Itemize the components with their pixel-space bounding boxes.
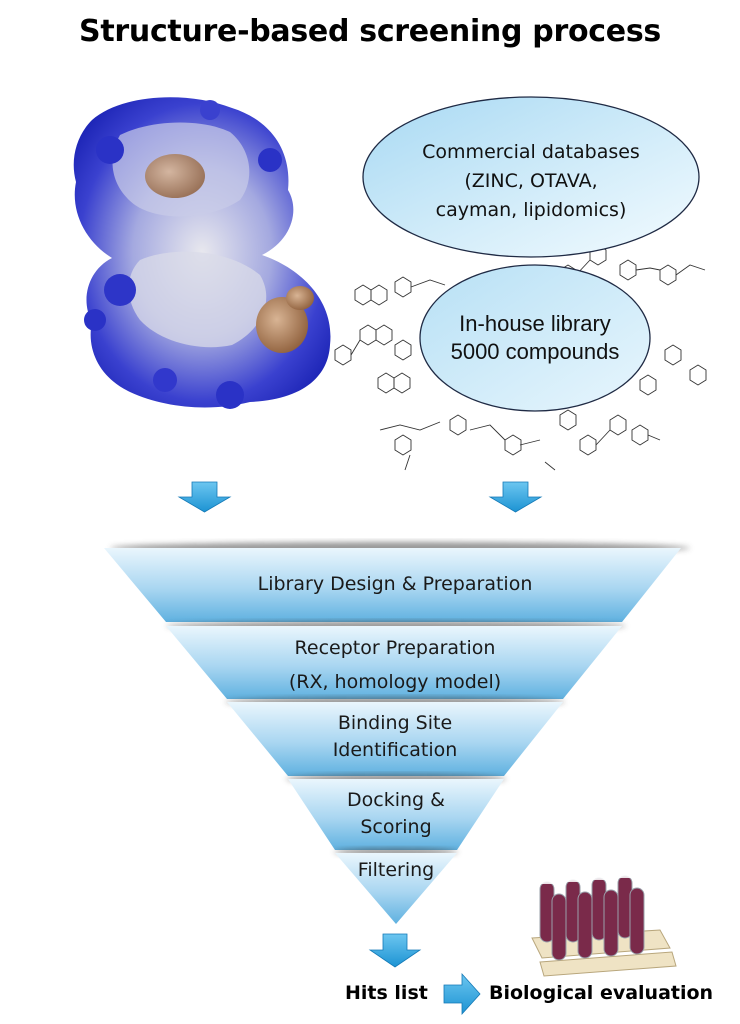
in-house-library-ellipse — [419, 264, 651, 412]
funnel-step-2: Receptor Preparation (RX, homology model… — [190, 631, 600, 699]
funnel-layer-1 — [104, 548, 681, 622]
funnel-step-2-line-1: Receptor Preparation — [294, 637, 496, 659]
hits-down-arrow — [368, 933, 422, 968]
biological-evaluation-label: Biological evaluation — [489, 982, 714, 1004]
funnel-step-5: Filtering — [336, 856, 456, 884]
funnel-step-4-line-1: Docking & — [347, 789, 445, 811]
databases-line-2: (ZINC, OTAVA, — [464, 170, 598, 192]
protein-surface-image — [73, 97, 331, 409]
databases-line-3: cayman, lipidomics) — [435, 199, 627, 221]
databases-line-1: Commercial databases — [422, 141, 640, 163]
funnel-layer-4 — [288, 779, 504, 850]
left-down-arrow — [177, 481, 232, 513]
funnel-step-3-line-2: Identification — [332, 739, 458, 761]
funnel-step-4: Docking & Scoring — [296, 787, 496, 841]
funnel-step-1: Library Design & Preparation — [150, 570, 640, 598]
funnel-layer-2 — [166, 626, 622, 699]
page-title: Structure-based screening process — [79, 14, 661, 49]
hits-list-label: Hits list — [345, 982, 428, 1004]
evaluation-right-arrow — [443, 972, 481, 1016]
funnel-step-4-line-2: Scoring — [360, 816, 432, 838]
commercial-databases-ellipse — [362, 96, 700, 258]
commercial-databases-label: Commercial databases (ZINC, OTAVA, cayma… — [372, 138, 690, 225]
funnel-step-2-line-2: (RX, homology model) — [288, 671, 502, 693]
test-tubes-image — [531, 870, 677, 977]
in-house-library-label: In-house library 5000 compounds — [420, 310, 650, 366]
funnel-layer-3 — [227, 702, 563, 776]
funnel-layer-5 — [335, 853, 457, 924]
screening-funnel — [104, 542, 690, 924]
library-line-1: In-house library — [459, 311, 611, 336]
funnel-step-3-line-1: Binding Site — [337, 712, 453, 734]
funnel-step-5-line-1: Filtering — [357, 859, 435, 881]
right-down-arrow — [488, 481, 543, 513]
funnel-step-3: Binding Site Identification — [250, 710, 540, 764]
library-line-2: 5000 compounds — [450, 339, 620, 364]
chemical-structures-image — [334, 244, 707, 471]
funnel-step-1-line-1: Library Design & Preparation — [257, 573, 533, 595]
